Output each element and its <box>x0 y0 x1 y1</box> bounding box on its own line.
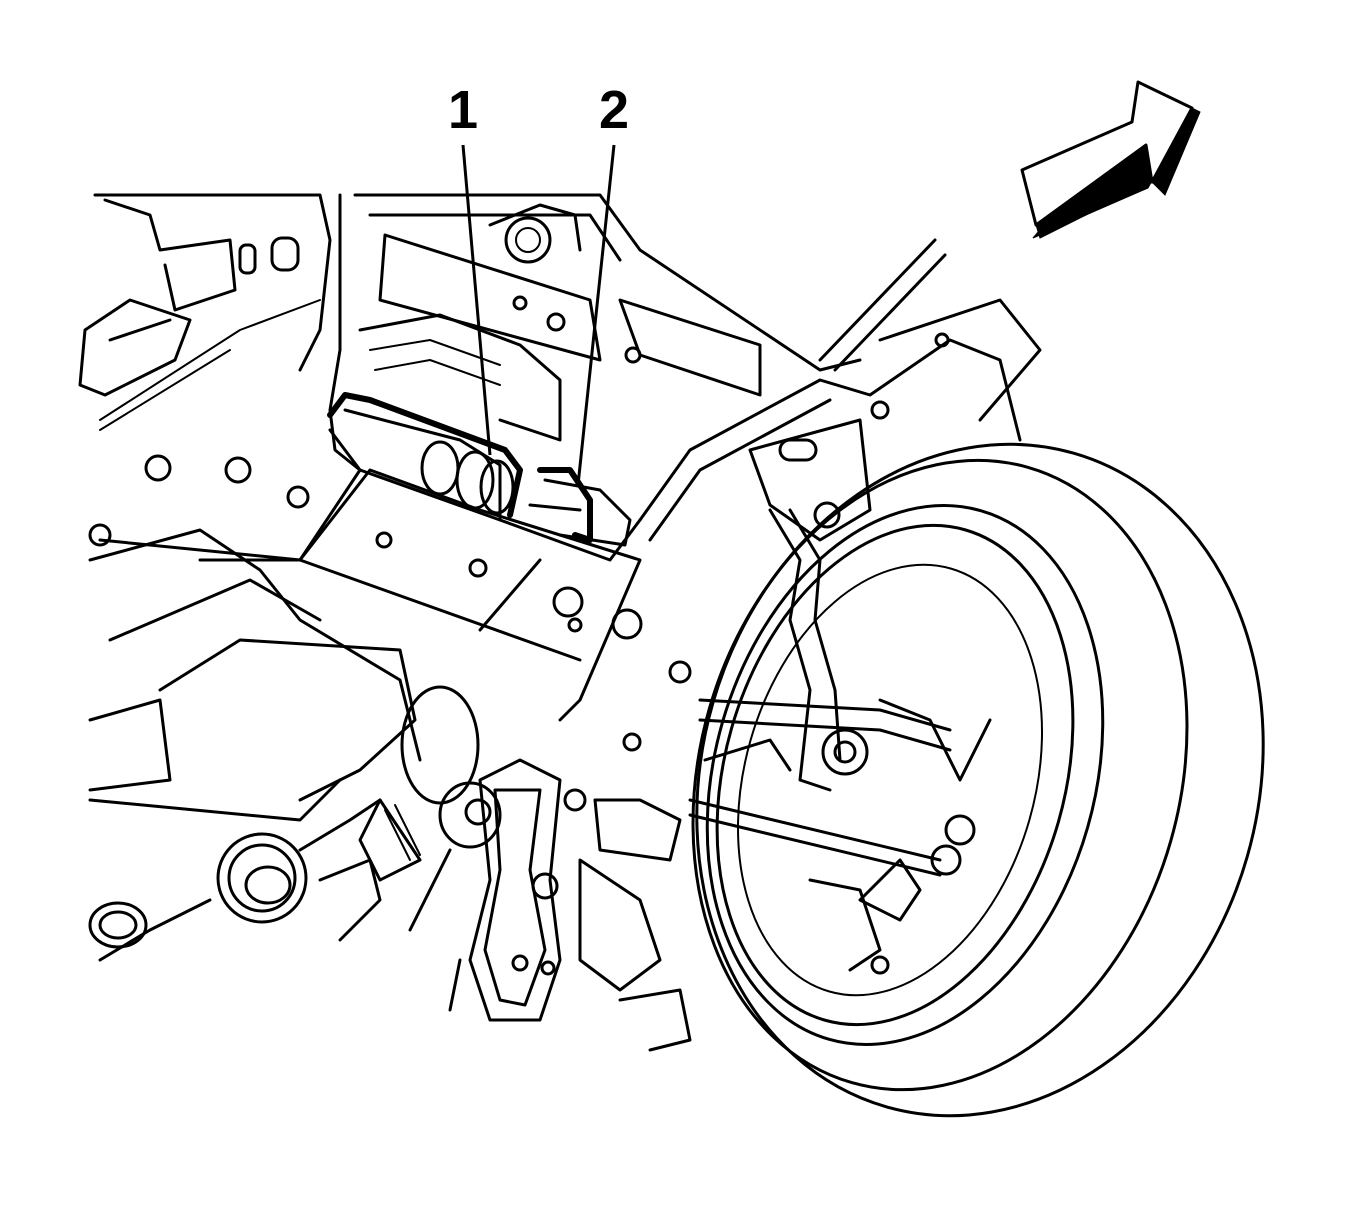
fuel-module-assembly <box>327 313 642 562</box>
gear-component <box>98 798 382 962</box>
rear-control-arm <box>688 508 962 972</box>
upper-left-body-panel <box>78 193 332 509</box>
callout-1-label: 1 <box>448 80 478 140</box>
callout-2-leader <box>576 144 616 486</box>
upper-round-component <box>488 203 582 264</box>
lower-center-rail <box>448 758 562 1022</box>
right-frame-rail <box>638 238 1042 542</box>
rear-wheel-tire <box>691 442 1265 1118</box>
callout-1-leader <box>461 144 492 456</box>
floor-pan <box>198 468 692 812</box>
callout-leaders <box>461 144 616 486</box>
forward-arrow-icon <box>1020 80 1201 239</box>
left-lower-cradle <box>88 523 422 949</box>
callout-2-label: 2 <box>599 80 629 140</box>
center-differential <box>358 685 502 932</box>
center-lower-bracket <box>578 798 692 1052</box>
